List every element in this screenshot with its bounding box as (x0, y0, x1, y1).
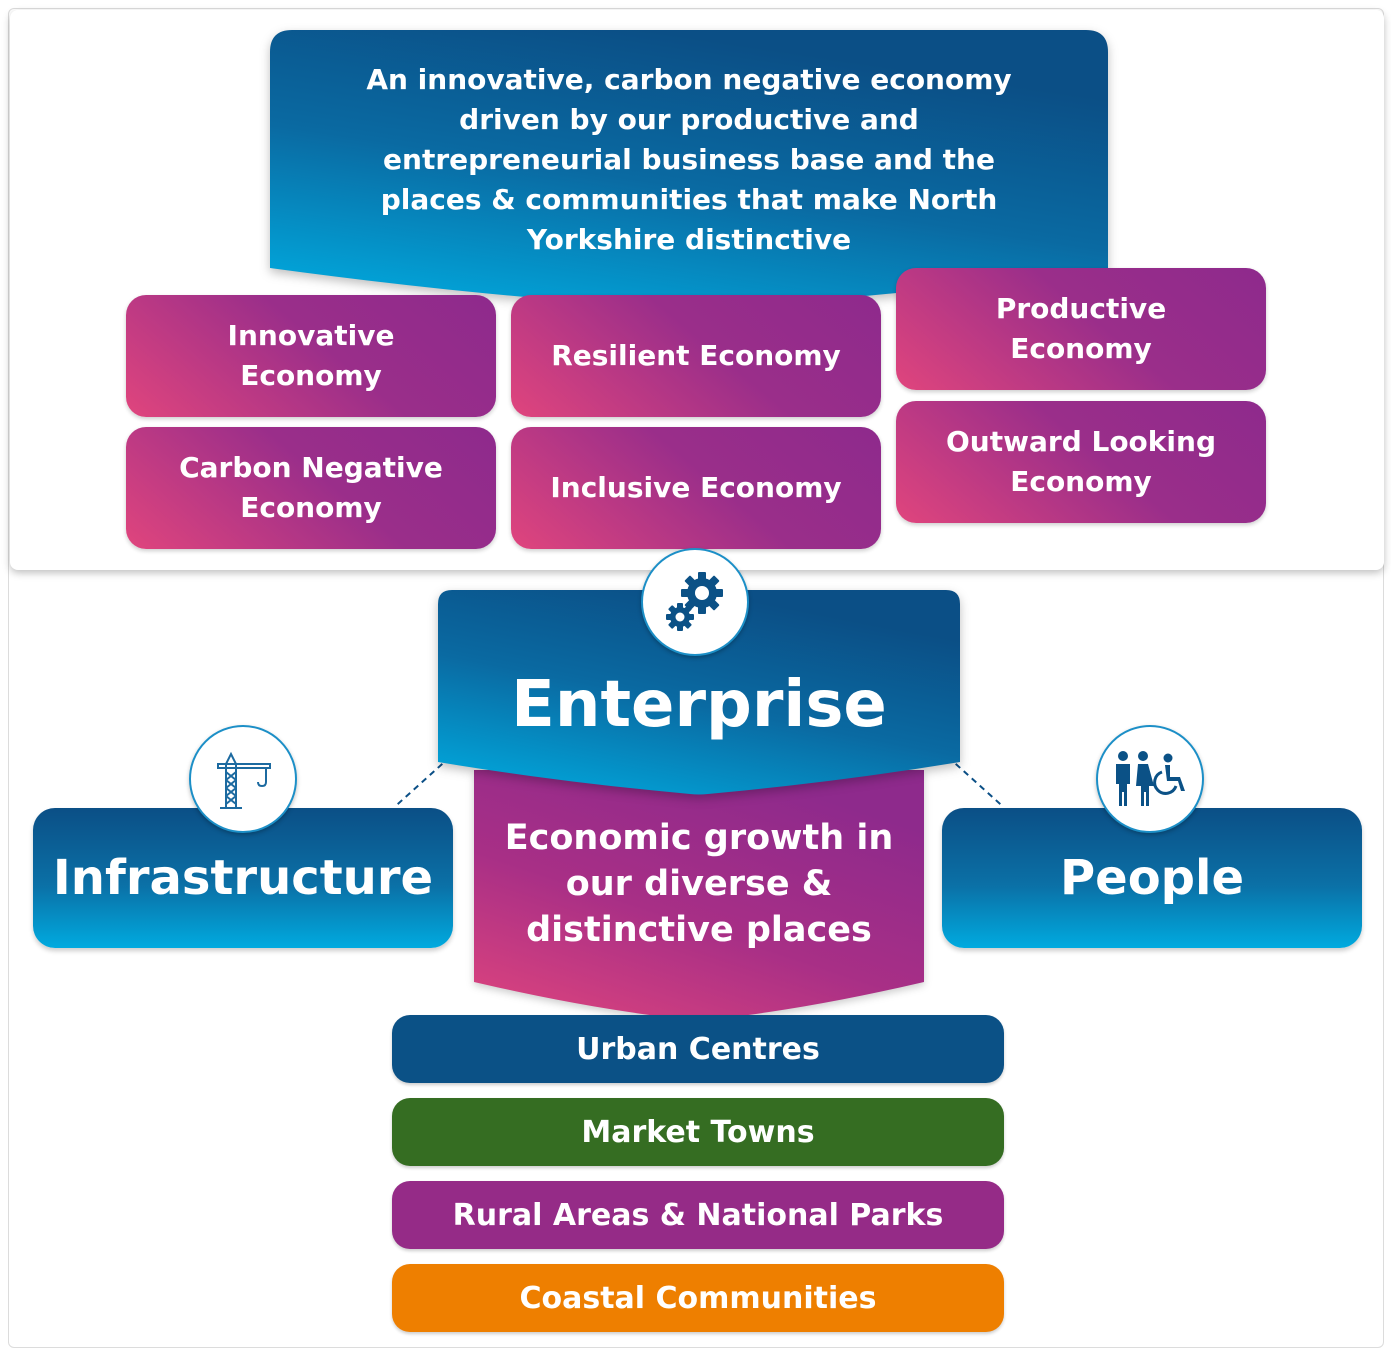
pill-label: Resilient Economy (551, 339, 841, 372)
enterprise-label: Enterprise (511, 668, 887, 742)
diagram-frame (8, 8, 1384, 1348)
place-urban-centres: Urban Centres (392, 1015, 1004, 1083)
pill-inclusive-economy: Inclusive Economy (511, 427, 881, 549)
enterprise-block: Enterprise (438, 590, 960, 795)
people-wheelchair-icon (1096, 725, 1204, 833)
place-label: Coastal Communities (519, 1280, 877, 1316)
gears-icon (641, 548, 749, 656)
pill-label: Productive Economy (995, 292, 1167, 365)
vision-statement: An innovative, carbon negative economy d… (366, 63, 1012, 256)
vision-banner: An innovative, carbon negative economy d… (270, 30, 1108, 310)
pill-productive-economy: Productive Economy (896, 268, 1266, 390)
pill-outward-looking-economy: Outward Looking Economy (896, 401, 1266, 523)
pill-innovative-economy: Innovative Economy (126, 295, 496, 417)
pill-carbon-negative-economy: Carbon Negative Economy (126, 427, 496, 549)
pill-label: Inclusive Economy (550, 471, 842, 504)
place-label: Rural Areas & National Parks (452, 1197, 944, 1233)
place-label: Market Towns (581, 1114, 815, 1150)
pill-resilient-economy: Resilient Economy (511, 295, 881, 417)
growth-arrow: Economic growth in our diverse & distinc… (474, 770, 924, 1022)
pill-label: Outward Looking Economy (946, 425, 1216, 498)
infrastructure-label: Infrastructure (52, 850, 434, 906)
people-label: People (1059, 850, 1245, 906)
growth-statement: Economic growth in our diverse & distinc… (504, 818, 894, 950)
place-label: Urban Centres (576, 1031, 820, 1067)
place-market-towns: Market Towns (392, 1098, 1004, 1166)
place-coastal-communities: Coastal Communities (392, 1264, 1004, 1332)
pill-label: Innovative Economy (227, 319, 395, 392)
place-rural-areas: Rural Areas & National Parks (392, 1181, 1004, 1249)
pill-label: Carbon Negative Economy (179, 451, 443, 524)
crane-icon (189, 725, 297, 833)
